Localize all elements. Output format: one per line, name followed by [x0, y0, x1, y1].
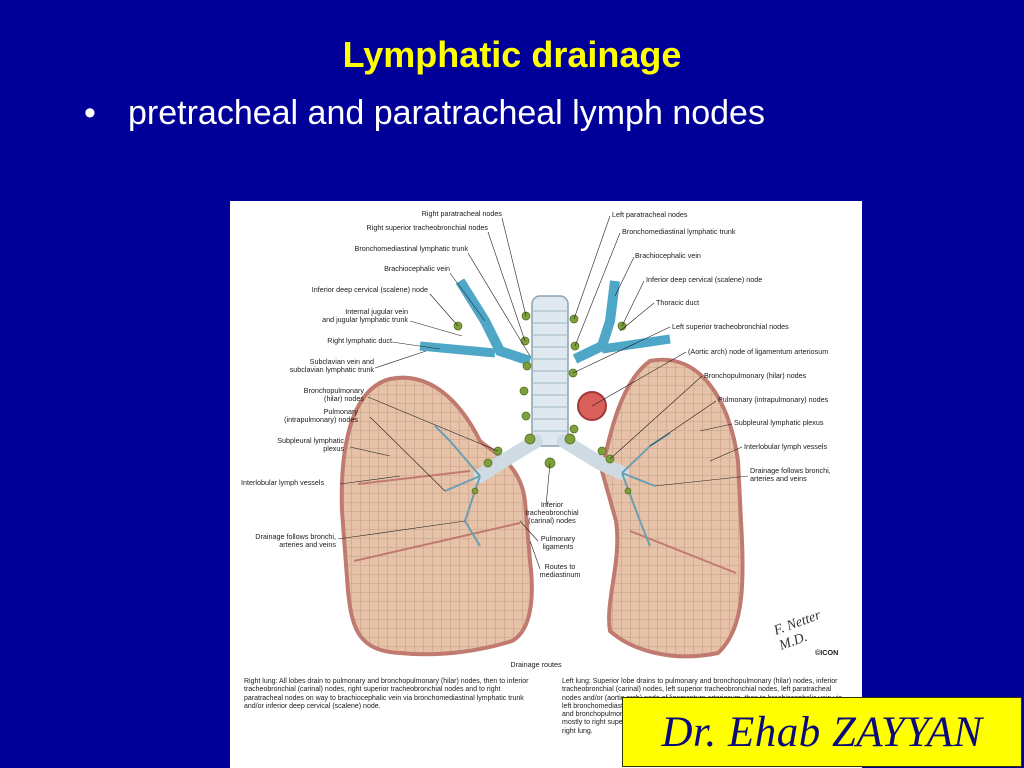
lung-anatomy-drawing [337, 215, 749, 659]
label-right-paratracheal-nodes: Right paratracheal nodes [421, 209, 502, 218]
label-internal-jugular-vein: Internal jugular vein and jugular lympha… [322, 307, 408, 325]
copyright-mark: ©ICON [815, 648, 839, 657]
label-node-of-ligamentum-arteriosum: (Aortic arch) node of ligamentum arterio… [688, 347, 829, 356]
label-right-lymphatic-duct: Right lymphatic duct [327, 336, 392, 345]
left-lung [599, 357, 745, 659]
label-thoracic-duct: Thoracic duct [656, 298, 700, 307]
author-name-box: Dr. Ehab ZAYYAN [622, 697, 1022, 767]
label-pulmonary-intrapulmonary-nodes-right: Pulmonary (intrapulmonary) nodes [284, 407, 358, 425]
label-routes-to-mediastinum: Routes to mediastinum [539, 562, 581, 580]
label-brachiocephalic-vein-left: Brachiocephalic vein [635, 251, 701, 260]
label-inferior-carinal-nodes: Inferior tracheobronchial (carinal) node… [525, 500, 579, 526]
bullet-dot-icon: • [84, 94, 96, 132]
label-subpleural-plexus-right: Subpleural lymphatic plexus [277, 436, 344, 454]
bullet-item: • pretracheal and paratracheal lymph nod… [84, 94, 765, 133]
label-bronchomediastinal-trunk-right: Bronchomediastinal lymphatic trunk [354, 244, 468, 253]
label-brachiocephalic-vein-right: Brachiocephalic vein [384, 264, 450, 273]
bullet-text: pretracheal and paratracheal lymph nodes [128, 94, 765, 132]
label-subpleural-plexus-left: Subpleural lymphatic plexus [734, 418, 824, 427]
label-inferior-deep-cervical-node-left: Inferior deep cervical (scalene) node [646, 275, 763, 284]
caption-right-lung: Right lung: All lobes drain to pulmonary… [244, 678, 529, 710]
right-brachiocephalic-vein [455, 278, 532, 366]
label-bronchopulmonary-hilar-nodes-left: Bronchopulmonary (hilar) nodes [704, 371, 807, 380]
label-left-paratracheal-nodes: Left paratracheal nodes [612, 210, 688, 219]
label-left-superior-tracheobronchial-nodes: Left superior tracheobronchial nodes [672, 322, 789, 331]
label-inferior-deep-cervical-node-right: Inferior deep cervical (scalene) node [311, 285, 428, 294]
slide-title: Lymphatic drainage [342, 34, 682, 75]
label-pulmonary-ligaments: Pulmonary ligaments [540, 534, 576, 552]
label-drainage-routes: Drainage routes [510, 660, 562, 669]
label-pulmonary-intrapulmonary-nodes-left: Pulmonary (intrapulmonary) nodes [718, 395, 829, 404]
label-drainage-follows-bronchi-right: Drainage follows bronchi, arteries and v… [255, 532, 336, 550]
label-bronchopulmonary-hilar-nodes-right: Bronchopulmonary (hilar) nodes [303, 386, 364, 404]
label-right-superior-tracheobronchial-nodes: Right superior tracheobronchial nodes [366, 223, 488, 232]
label-drainage-follows-bronchi-left: Drainage follows bronchi, arteries and v… [750, 466, 831, 484]
label-subclavian-vein-trunk: Subclavian vein and subclavian lymphatic… [289, 357, 374, 375]
label-bronchomediastinal-trunk-left: Bronchomediastinal lymphatic trunk [622, 227, 736, 236]
label-interlobular-vessels-right: Interlobular lymph vessels [241, 478, 325, 487]
lymphatic-drainage-illustration: Right paratracheal nodes Right superior … [230, 201, 862, 768]
left-brachiocephalic-vein [572, 280, 620, 364]
label-interlobular-vessels-left: Interlobular lymph vessels [744, 442, 828, 451]
right-lung [339, 375, 534, 657]
author-name: Dr. Ehab ZAYYAN [661, 708, 983, 756]
